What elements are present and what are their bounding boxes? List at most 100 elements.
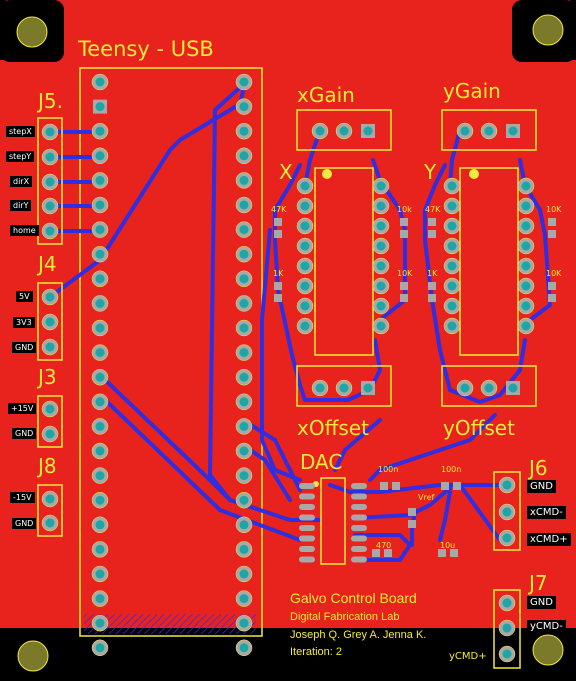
y-opamp-pin-hole [447, 201, 457, 211]
trace-spi [208, 81, 247, 502]
dac-pad-right [351, 504, 367, 510]
j7-pin-label: yCMD- [527, 620, 566, 633]
trace-vref-2 [410, 508, 417, 547]
j8-header-outline [37, 484, 63, 537]
mounting-hole-top-left [16, 16, 48, 48]
teensy-pin-right-hole [239, 175, 249, 185]
trace-xoffset [333, 418, 382, 472]
teensy-pin-left-hole [95, 102, 105, 112]
r1k-a-pad [274, 294, 282, 302]
r10k-a-pad [400, 230, 408, 238]
r10k-c-pad [548, 218, 556, 226]
x-opamp-pin-hole [376, 261, 386, 271]
ygain-label: yGain [443, 79, 501, 103]
c10u-pad [450, 549, 458, 557]
j5-pin-label: stepX [6, 126, 35, 137]
j3-pin-label: GND [12, 428, 37, 439]
j4-label: J4 [38, 252, 57, 276]
teensy-pin-left-hole [95, 495, 105, 505]
ygain-pot-pin-hole [484, 126, 494, 136]
trace-dac-c [241, 418, 302, 492]
x-opamp-pin-hole [376, 281, 386, 291]
c100n-b-label: 100n [441, 465, 462, 474]
y-opamp-pin-hole [521, 321, 531, 331]
teensy-pin-right-hole [239, 102, 249, 112]
xgain-pot-pin-hole [315, 126, 325, 136]
trace-ygain [448, 128, 462, 187]
y-opamp-pin-hole [521, 241, 531, 251]
r10k-d-pad [548, 282, 556, 290]
teensy-pin-right-hole [239, 77, 249, 87]
xoffset-pot-outline [296, 365, 392, 407]
r47k-b-pad [428, 218, 436, 226]
y-opamp-pin-hole [521, 181, 531, 191]
teensy-usb-hatch [84, 614, 256, 634]
dac-pads [299, 483, 367, 563]
y-opamp-pin-hole [447, 321, 457, 331]
j6-pin-label: GND [527, 480, 556, 493]
dac-pad-right [351, 514, 367, 521]
teensy-pin-left-hole [95, 77, 105, 87]
xgain-pot-outline [296, 109, 392, 151]
j5-pin-label: stepY [6, 151, 35, 162]
j4-pin-label: GND [12, 342, 37, 353]
mounting-hole-bottom-right [532, 634, 564, 666]
teensy-pin-left-hole [95, 471, 105, 481]
r10k-c-pad [548, 230, 556, 238]
j3-header-pin-hole [45, 404, 55, 414]
j8-pin-label: GND [12, 518, 37, 529]
x-opamp-pin-hole [376, 301, 386, 311]
teensy-pin-right-hole [239, 126, 249, 136]
r47k-b-label: 47K [425, 205, 441, 214]
teensy-pin-right-hole [239, 151, 249, 161]
y-opamp-pin-hole [447, 221, 457, 231]
dac-pad-left [299, 493, 315, 500]
teensy-pin-right-hole [239, 569, 249, 579]
yoffset-pot-pin-hole [508, 383, 518, 393]
teensy-title: Teensy - USB [78, 37, 214, 61]
c100n-a-pad [380, 482, 388, 490]
j4-header-outline [37, 282, 63, 361]
r47k-a-label: 47K [271, 205, 287, 214]
dac-pad-left [299, 556, 315, 563]
x-opamp-pin-hole [300, 181, 310, 191]
teensy-pin-left-hole [95, 569, 105, 579]
xoffset-pot-pin-hole [339, 383, 349, 393]
j4-header-pin-hole [45, 317, 55, 327]
teensy-pin-left-hole [95, 520, 105, 530]
authors: Joseph Q. Grey A. Jenna K. [290, 629, 427, 641]
y-opamp-pin-hole [521, 201, 531, 211]
x-opamp-pin-hole [376, 241, 386, 251]
mounting-holes [16, 14, 564, 672]
dac-pad-right [351, 546, 367, 552]
yoffset-pot-pin-hole [484, 383, 494, 393]
j5-pin-label: dirY [10, 200, 32, 211]
dac-pad-right [351, 493, 367, 500]
xoffset-label: xOffset [297, 416, 369, 440]
teensy-pin-left-hole [95, 126, 105, 136]
j7-header-pin-hole [502, 649, 512, 659]
x-opamp-pin-hole [300, 221, 310, 231]
teensy-pin-right-hole [239, 200, 249, 210]
r10k-b-label: 10K [397, 269, 413, 278]
j6-pin-label: xCMD+ [527, 533, 571, 546]
j7-label: J7 [529, 571, 548, 595]
r470-pad [372, 549, 380, 557]
j6-header-pin-hole [502, 507, 512, 517]
teensy-pin-left-hole [95, 643, 105, 653]
trace-vref [353, 486, 452, 520]
ygain-pot-pin-hole [508, 126, 518, 136]
j5-header-pin-hole [45, 177, 55, 187]
x-opamp-pin-hole [300, 301, 310, 311]
xgain-pot-pin-hole [339, 126, 349, 136]
iteration: Iteration: 2 [290, 646, 342, 658]
teensy-pin-right-hole [239, 348, 249, 358]
teensy-pin-left-hole [95, 594, 105, 604]
j5-header-outline [37, 117, 63, 245]
board-title: Galvo Control Board [290, 590, 417, 606]
r10k-b-pad [400, 282, 408, 290]
c100n-b-pad [441, 482, 449, 490]
x-opamp-pin-hole [376, 201, 386, 211]
trace-yoffset [368, 413, 497, 482]
